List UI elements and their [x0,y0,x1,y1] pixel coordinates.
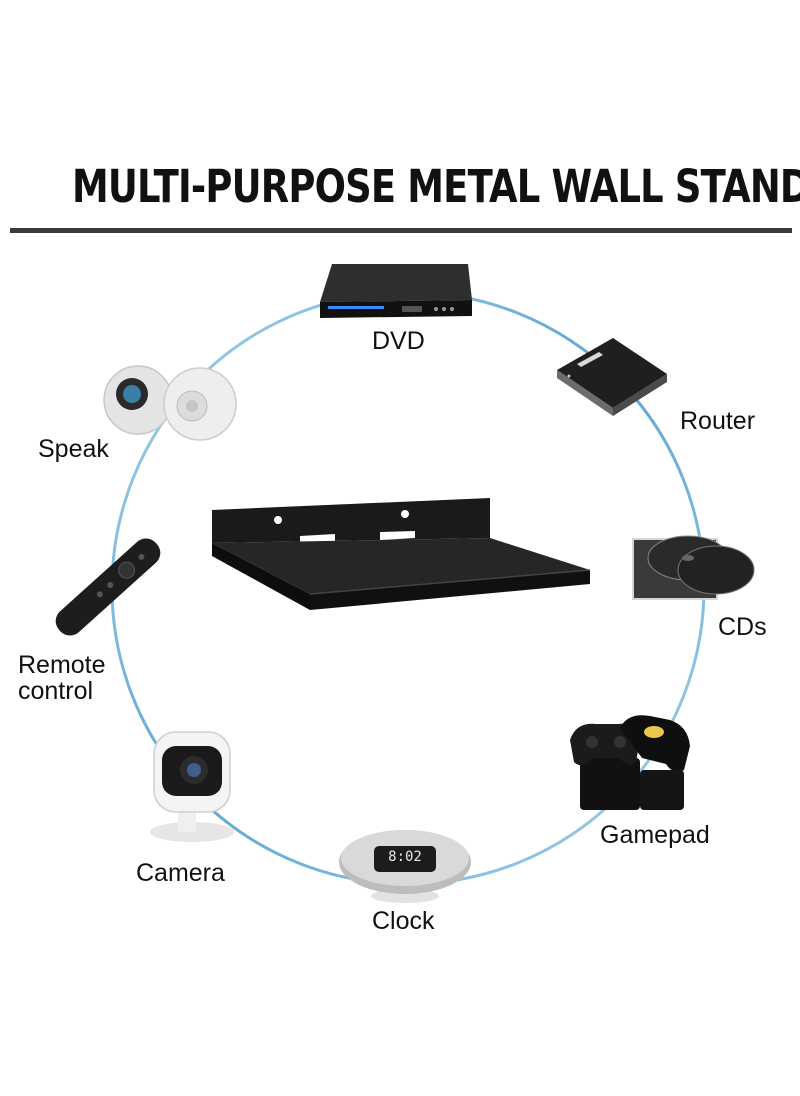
remote-control-icon [55,538,161,636]
speaker-icon [103,365,237,441]
label-remote-control: Remote control [18,652,106,704]
dvd-player-icon [320,264,472,318]
title-divider [10,228,792,233]
gamepad-dock-icon [570,715,690,810]
label-remote-line2: control [18,677,94,705]
router-box-icon [557,338,667,416]
clock-display: 8:02 [388,849,422,865]
label-remote-line1: Remote [18,651,106,679]
label-dvd: DVD [372,327,425,355]
wall-shelf-icon [212,498,591,610]
label-camera: Camera [136,859,225,887]
label-gamepad: Gamepad [600,821,710,849]
cd-discs-icon [632,535,755,600]
label-speak: Speak [38,435,109,463]
clock-speaker-icon: 8:02 [336,822,474,906]
security-camera-icon [150,731,234,842]
label-cds: CDs [718,613,767,641]
page-title: MULTI-PURPOSE METAL WALL STAND [72,160,800,213]
label-clock: Clock [372,907,435,935]
label-router: Router [680,407,756,435]
